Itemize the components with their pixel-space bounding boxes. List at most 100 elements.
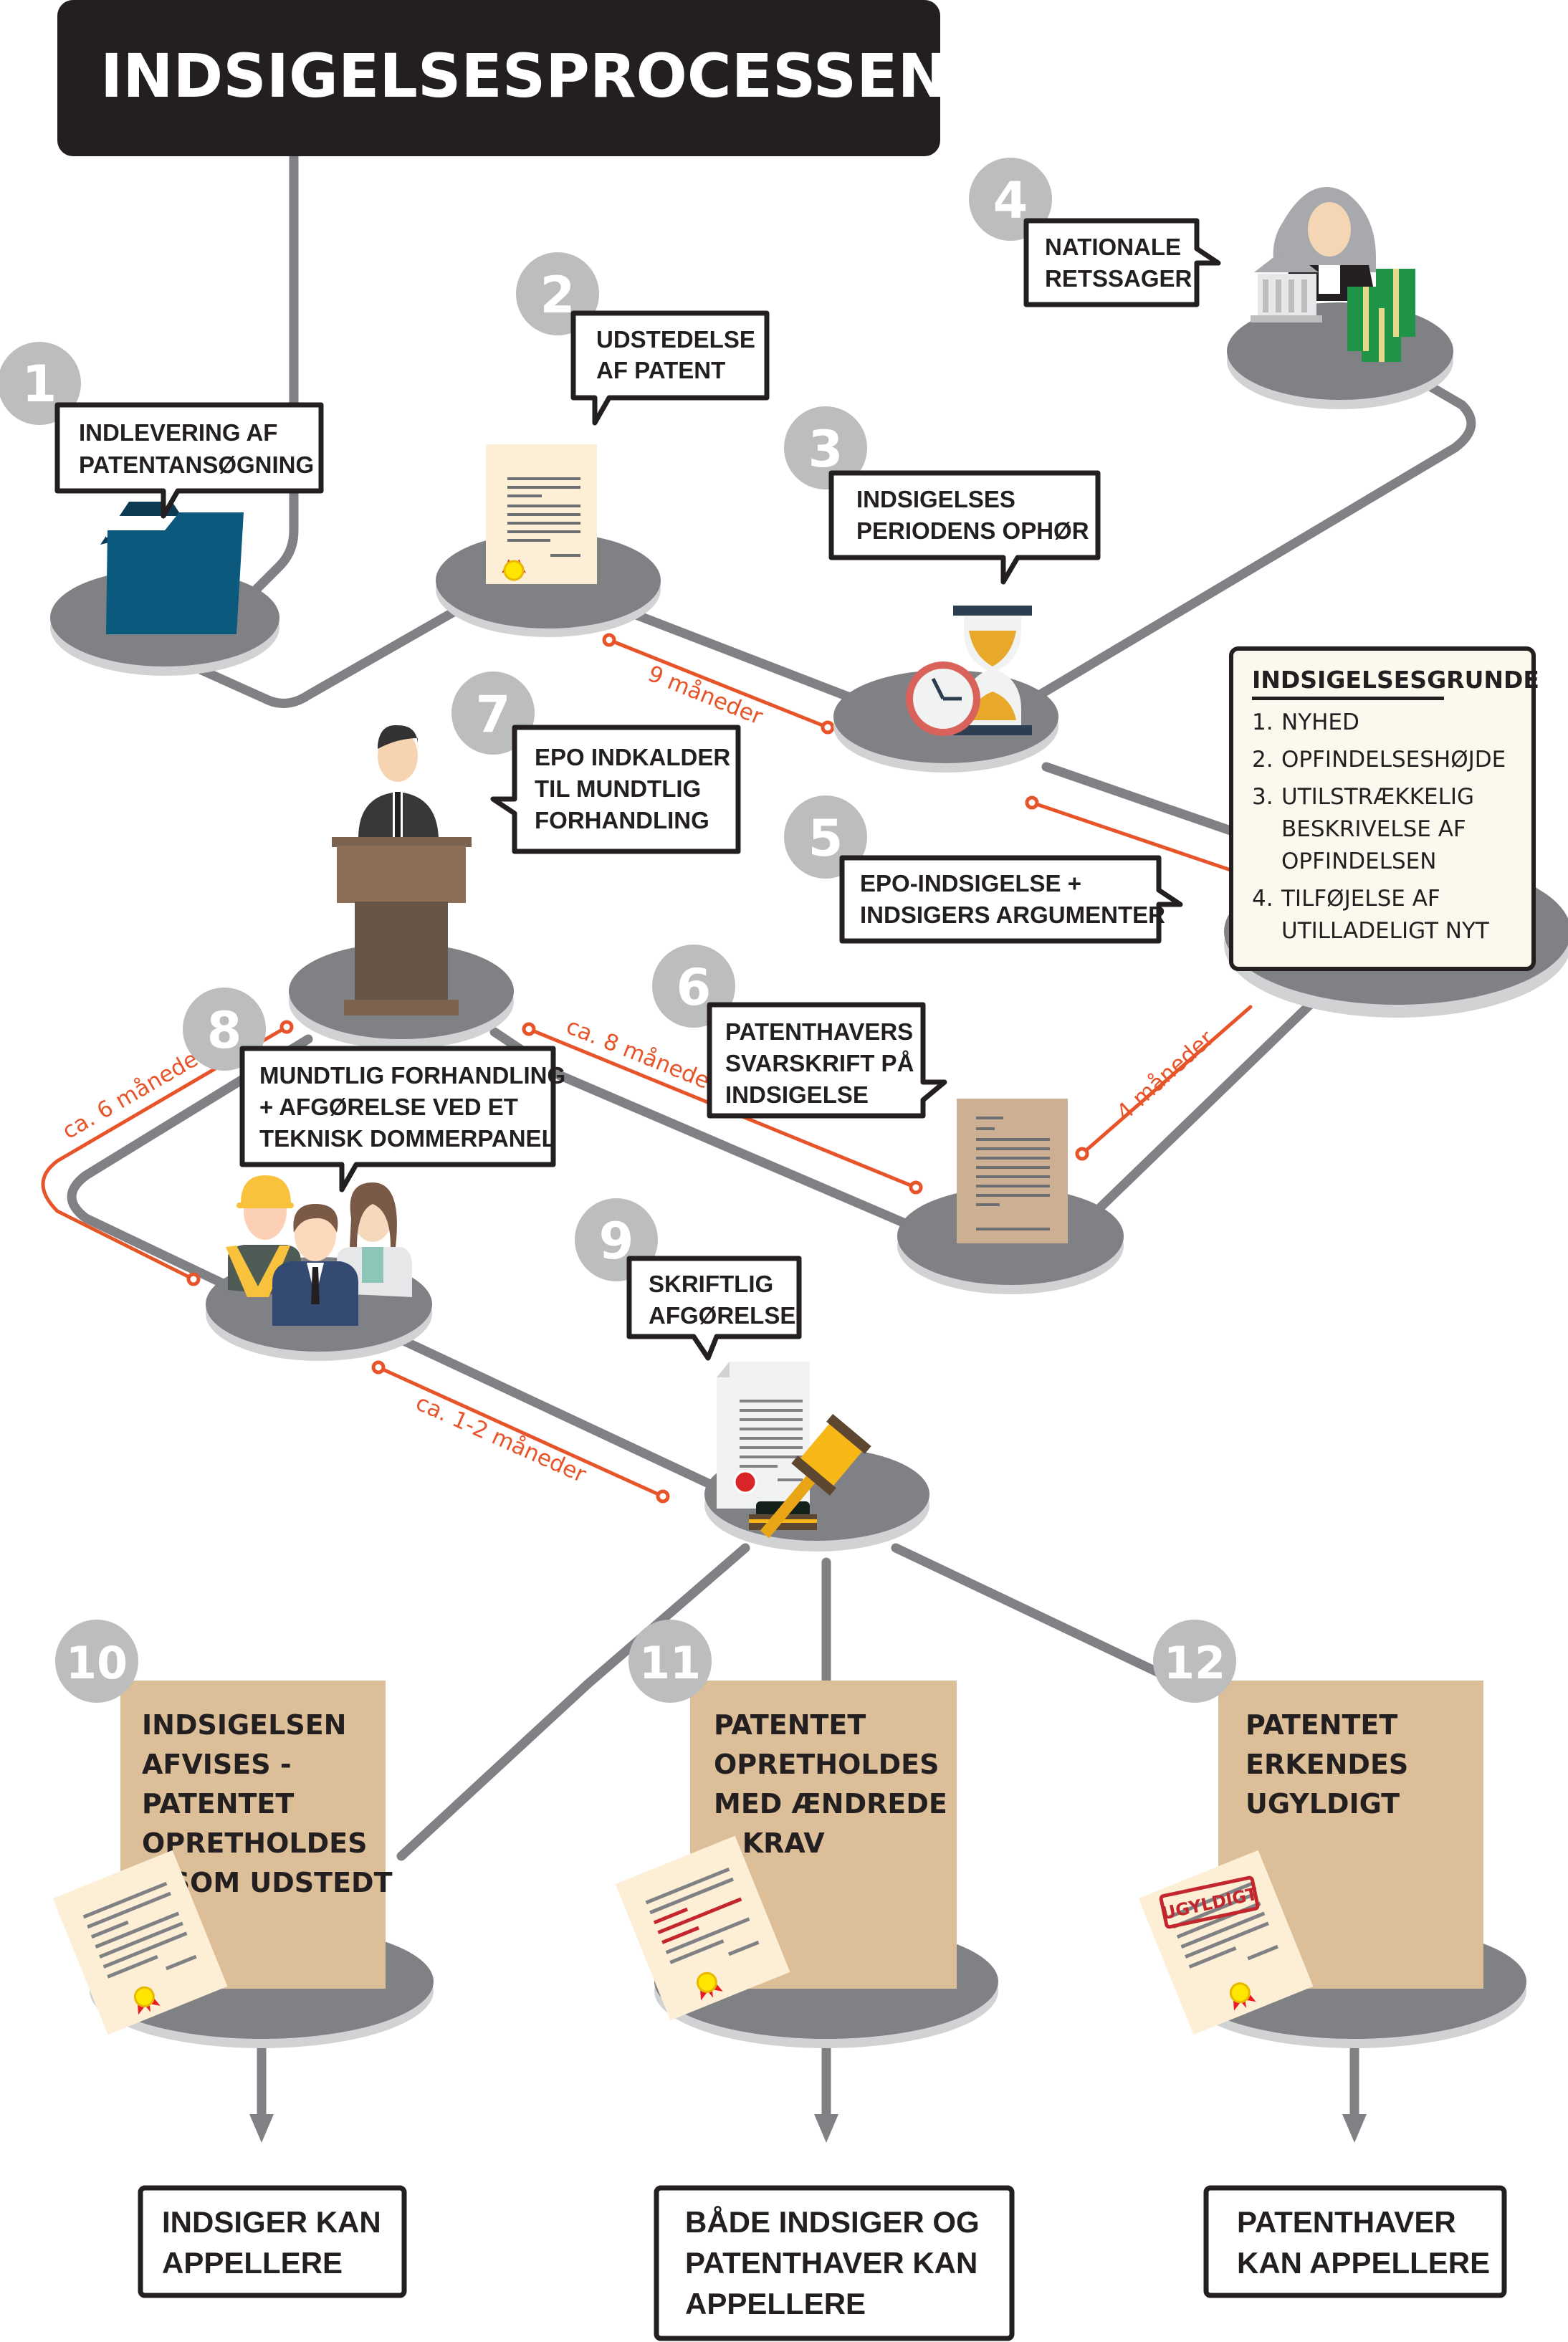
appeal-box: BÅDE INDSIGER OG PATENTHAVER KAN APPELLE… [654, 2185, 1015, 2341]
step-3: 3 INDSIGELSES PERIODENS OPHØR [784, 406, 1101, 773]
step-label-line: NATIONALE [1045, 234, 1181, 260]
grounds-item-number: 1. [1252, 709, 1273, 735]
duration-endpoint [821, 720, 835, 735]
path-5-to-6 [1091, 998, 1316, 1216]
arrowhead-10 [249, 2114, 274, 2143]
step-label-line: INDLEVERING AF [79, 419, 277, 446]
document-icon [957, 1099, 1068, 1243]
grounds-item-text: TILFØJELSE AF [1281, 886, 1440, 912]
grounds-item-text: BESKRIVELSE AF [1281, 816, 1466, 842]
outcome-number: 12 [1164, 1637, 1225, 1689]
path-9-to-12 [891, 1543, 1180, 1686]
grounds-item-text: UTILSTRÆKKELIG [1281, 784, 1474, 810]
duration-line-6-maneder [41, 1025, 289, 1281]
step-label-bubble: MUNDTLIG FORHANDLING + AFGØRELSE VED ET … [239, 1046, 565, 1192]
outcome-text-line: OPRETHOLDES [142, 1827, 367, 1859]
grounds-item-text: NYHED [1281, 709, 1359, 735]
step-label-line: MUNDTLIG FORHANDLING [259, 1062, 565, 1089]
outcome-text-line: UGYLDIGT [1246, 1788, 1400, 1820]
step-label-line: FORHANDLING [535, 807, 709, 833]
appeal-box: PATENTHAVER KAN APPELLERE [1203, 2185, 1507, 2298]
appeal-arrowheads [249, 2114, 1367, 2143]
appeal-text-line: APPELLERE [162, 2246, 343, 2280]
outcome-number-circle [1153, 1620, 1236, 1703]
outcome-12: 12 PATENTET ERKENDES UGYLDIGT UGYLDIGT P… [1138, 1620, 1526, 2298]
step-label-line: AFGØRELSE [649, 1302, 795, 1329]
duration-endpoint [602, 633, 616, 647]
arrowhead-11 [814, 2114, 838, 2143]
outcome-10: 10 INDSIGELSEN AFVISES - PATENTET OPRETH… [52, 1620, 434, 2298]
path-7-to-8 [67, 1034, 313, 1295]
step-8: 8 MUNDTLIG FORHANDLING + AFGØRELSE VED E… [183, 988, 565, 1361]
path-8-to-9 [382, 1328, 729, 1496]
step-label-line: PATENTHAVERS [725, 1018, 913, 1045]
step-label-bubble: INDSIGELSES PERIODENS OPHØR [828, 470, 1101, 585]
invalid-certificate-icon: UGYLDIGT [1138, 1850, 1314, 2035]
step-label-line: EPO INDKALDER [535, 744, 730, 770]
step-label-line: TEKNISK DOMMERPANEL [259, 1125, 556, 1152]
step-number: 8 [207, 1001, 242, 1060]
outcome-text-line: OPRETHOLDES [714, 1749, 939, 1780]
appeal-text-line: INDSIGER KAN [162, 2205, 381, 2239]
grounds-item-text: UTILLADELIGT NYT [1281, 918, 1490, 944]
path-3-to-4 [1034, 375, 1476, 700]
step-7: 7 EPO INDKALDER TIL MUNDTLIG FORHANDLING [289, 671, 741, 1049]
duration-endpoint [186, 1272, 201, 1286]
step-label-line: PERIODENS OPHØR [856, 517, 1089, 544]
outcome-number-circle [628, 1620, 712, 1703]
step-label-bubble: EPO INDKALDER TIL MUNDTLIG FORHANDLING [490, 725, 741, 854]
outcome-text-line: INDSIGELSEN [142, 1709, 346, 1741]
appeal-text-line: KAN APPELLERE [1237, 2246, 1490, 2280]
step-label-bubble: INDLEVERING AF PATENTANSØGNING [54, 402, 324, 519]
title-background [57, 0, 940, 156]
step-2: 2 UDSTEDELSE AF PATENT [436, 252, 770, 637]
outcome-number-circle [55, 1620, 138, 1703]
duration-endpoint [522, 1022, 536, 1036]
arrowhead-12 [1342, 2114, 1367, 2143]
appeal-text-line: APPELLERE [685, 2287, 866, 2321]
outcome-text-line: ERKENDES [1246, 1749, 1408, 1780]
step-9: 9 SKRIFTLIG AFGØRELSE [575, 1198, 929, 1552]
step-label-bubble: UDSTEDELSE AF PATENT [570, 310, 770, 426]
grounds-item-number: 2. [1252, 747, 1273, 773]
grounds-item-text: OPFINDELSESHØJDE [1281, 747, 1506, 773]
grounds-item-number: 4. [1252, 886, 1273, 912]
outcome-text-line: MED ÆNDREDE [714, 1788, 947, 1820]
step-4: 4 NATIONALE RETSSAGER [969, 158, 1453, 409]
step-label-line: RETSSAGER [1045, 265, 1192, 292]
step-label-bubble: SKRIFTLIG AFGØRELSE [626, 1256, 802, 1361]
outcome-text-line: PATENTET [714, 1709, 866, 1741]
step-label-line: UDSTEDELSE [596, 326, 755, 353]
appeal-text-line: BÅDE INDSIGER OG [685, 2205, 980, 2239]
grounds-title: INDSIGELSESGRUNDE [1252, 666, 1539, 694]
step-label-line: INDSIGERS ARGUMENTER [860, 902, 1165, 928]
speaker-podium-icon [332, 725, 472, 1015]
step-number: 1 [22, 355, 57, 414]
step-label-line: SVARSKRIFT PÅ [725, 1050, 914, 1076]
step-label-line: + AFGØRELSE VED ET [259, 1094, 518, 1120]
duration-endpoint [656, 1489, 670, 1504]
grounds-board-background [1229, 646, 1536, 971]
appeal-box: INDSIGER KAN APPELLERE [138, 2185, 407, 2298]
step-label-line: PATENTANSØGNING [79, 451, 314, 478]
path-3-to-5 [1041, 762, 1238, 836]
outcome-text-line: PATENTET [142, 1788, 294, 1820]
amended-certificate-icon [615, 1835, 790, 2021]
duration-line-4-maneder [1080, 1005, 1253, 1156]
outcome-number: 11 [639, 1637, 701, 1689]
step-6: 6 PATENTHAVERS SVARSKRIFT PÅ INDSIGELSE [652, 945, 1124, 1294]
step-label-line: AF PATENT [596, 357, 725, 383]
duration-label: ca. 1-2 måneder [412, 1390, 590, 1488]
appeal-text-line: PATENTHAVER [1237, 2205, 1456, 2239]
step-number: 2 [540, 266, 575, 325]
page-title: INDSIGELSESPROCESSEN [100, 41, 948, 111]
step-label-line: INDSIGELSE [725, 1081, 869, 1108]
duration-endpoint [1075, 1147, 1089, 1161]
folder-icon [100, 502, 244, 634]
duration-endpoint [1025, 795, 1039, 810]
step-number-circle [784, 406, 867, 489]
hourglass-clock-icon [906, 606, 1032, 736]
grounds-item-number: 3. [1252, 784, 1273, 810]
title-banner: INDSIGELSESPROCESSEN [57, 0, 948, 156]
